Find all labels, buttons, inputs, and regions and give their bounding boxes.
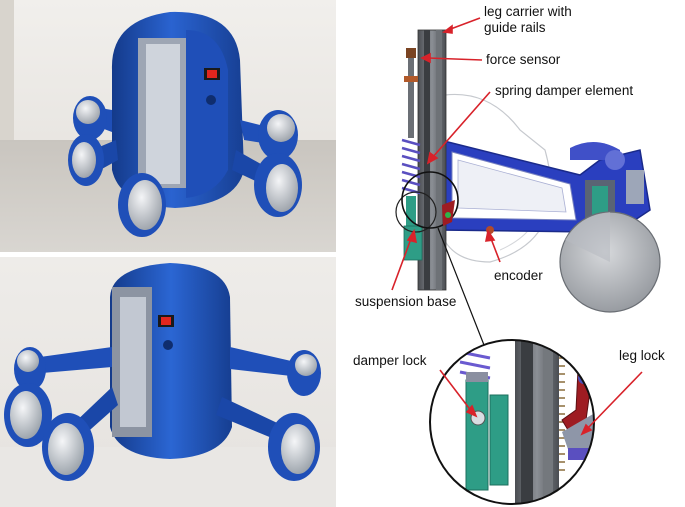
- encoder-label: encoder: [494, 268, 543, 283]
- leg-carrier-label-line2: guide rails: [484, 20, 546, 35]
- damper-lock-label: damper lock: [353, 353, 427, 368]
- spring-damper-label: spring damper element: [495, 83, 634, 98]
- leg-cad-drawing: [391, 17, 661, 505]
- force-sensor-label: force sensor: [486, 52, 561, 67]
- robot-photo-bottom: [0, 257, 336, 507]
- robot-photo-top: [0, 0, 336, 252]
- lock-detail-magnifier: [430, 340, 594, 504]
- leg-lock-label: leg lock: [619, 348, 665, 363]
- leg-carrier-label: leg carrier with guide rails: [484, 4, 572, 36]
- suspension-base-label: suspension base: [355, 294, 457, 309]
- leg-carrier-label-line1: leg carrier with: [484, 4, 572, 19]
